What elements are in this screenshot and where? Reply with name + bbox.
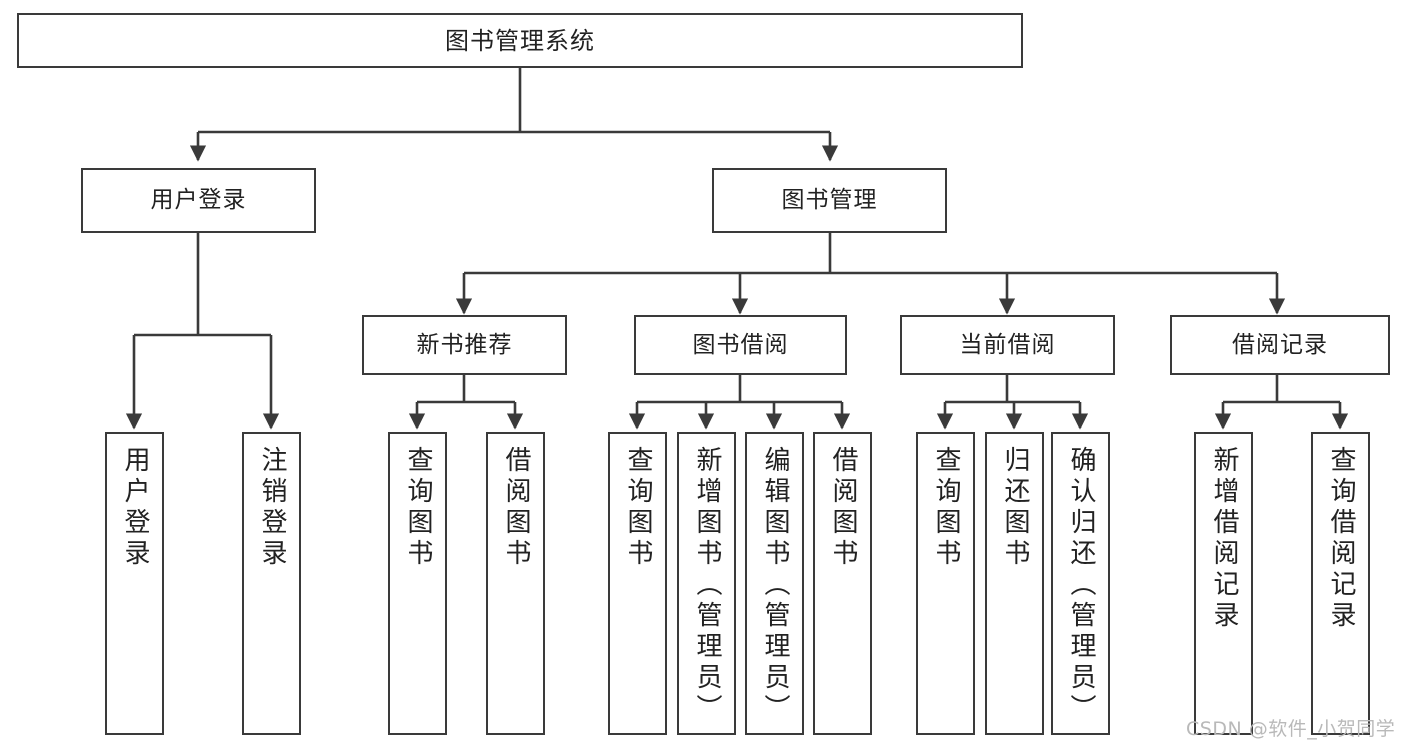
node-label: 编辑图书（管理员） bbox=[760, 446, 791, 725]
leaf-user-login[interactable]: 用户登录 bbox=[105, 432, 164, 735]
node-label: 新书推荐 bbox=[416, 331, 513, 358]
leaf-record-query-borrow-record[interactable]: 查询借阅记录 bbox=[1311, 432, 1370, 735]
node-label: 图书借阅 bbox=[692, 331, 789, 358]
leaf-current-return-book[interactable]: 归还图书 bbox=[985, 432, 1044, 735]
node-label: 图书管理系统 bbox=[445, 26, 595, 55]
node-label: 用户登录 bbox=[150, 187, 247, 213]
node-label: 注销登录 bbox=[257, 446, 288, 570]
node-label: 查询图书 bbox=[403, 446, 434, 570]
node-current-borrow[interactable]: 当前借阅 bbox=[900, 315, 1115, 375]
node-book-management[interactable]: 图书管理 bbox=[712, 168, 947, 233]
csdn-watermark: CSDN @软件_小贺同学 bbox=[1186, 718, 1396, 740]
node-borrow-record[interactable]: 借阅记录 bbox=[1170, 315, 1390, 375]
leaf-borrow-borrow-book[interactable]: 借阅图书 bbox=[813, 432, 872, 735]
node-label: 借阅记录 bbox=[1232, 331, 1328, 358]
node-label: 归还图书 bbox=[1000, 446, 1031, 570]
leaf-current-query-book[interactable]: 查询图书 bbox=[916, 432, 975, 735]
node-label: 查询借阅记录 bbox=[1326, 446, 1357, 632]
leaf-borrow-edit-book-admin[interactable]: 编辑图书（管理员） bbox=[745, 432, 804, 735]
leaf-recommend-query-book[interactable]: 查询图书 bbox=[388, 432, 447, 735]
node-label: 查询图书 bbox=[931, 446, 962, 570]
leaf-borrow-query-book[interactable]: 查询图书 bbox=[608, 432, 667, 735]
node-label: 确认归还（管理员） bbox=[1066, 446, 1097, 725]
leaf-recommend-borrow-book[interactable]: 借阅图书 bbox=[486, 432, 545, 735]
node-label: 图书管理 bbox=[781, 187, 878, 213]
node-user-login[interactable]: 用户登录 bbox=[81, 168, 316, 233]
node-root-book-management-system[interactable]: 图书管理系统 bbox=[17, 13, 1023, 68]
leaf-borrow-add-book-admin[interactable]: 新增图书（管理员） bbox=[677, 432, 736, 735]
node-label: 用户登录 bbox=[120, 446, 151, 570]
node-label: 当前借阅 bbox=[959, 331, 1056, 358]
leaf-record-add-borrow-record[interactable]: 新增借阅记录 bbox=[1194, 432, 1253, 735]
node-label: 新增图书（管理员） bbox=[692, 446, 723, 725]
node-label: 借阅图书 bbox=[501, 446, 532, 570]
leaf-current-confirm-return-admin[interactable]: 确认归还（管理员） bbox=[1051, 432, 1110, 735]
node-label: 借阅图书 bbox=[828, 446, 859, 570]
node-new-book-recommend[interactable]: 新书推荐 bbox=[362, 315, 567, 375]
node-label: 新增借阅记录 bbox=[1209, 446, 1240, 632]
node-book-borrow[interactable]: 图书借阅 bbox=[634, 315, 847, 375]
leaf-logout[interactable]: 注销登录 bbox=[242, 432, 301, 735]
node-label: 查询图书 bbox=[623, 446, 654, 570]
